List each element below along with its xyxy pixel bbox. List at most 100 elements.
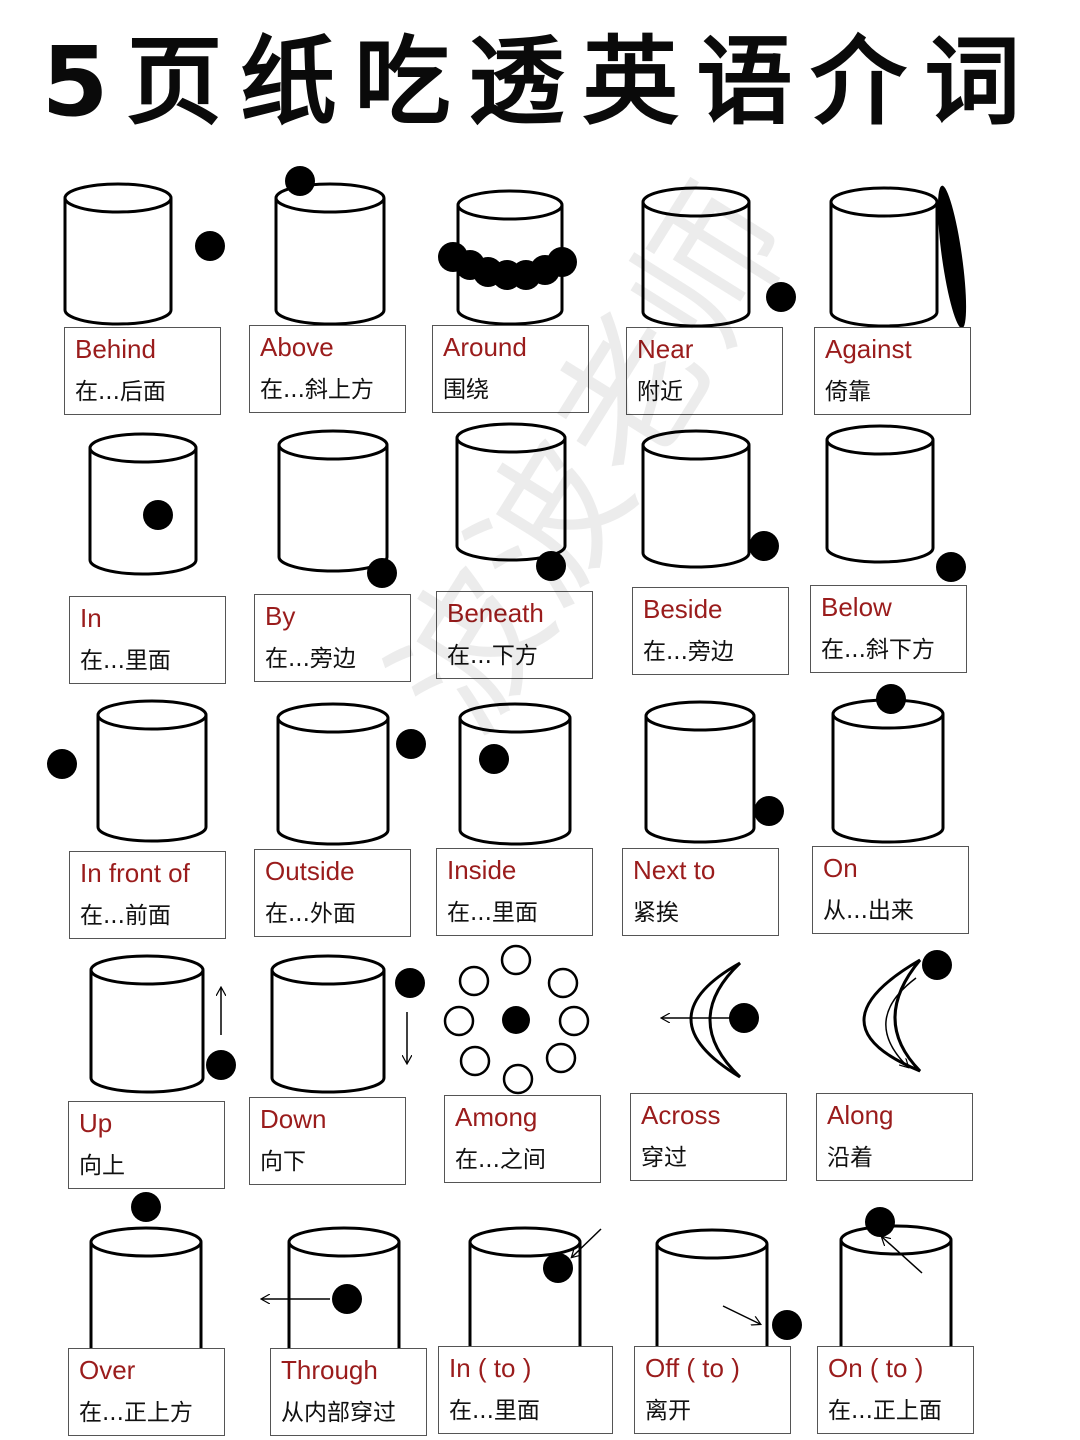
- chinese-label: 在...里面: [80, 648, 171, 674]
- ring-among-1: [500, 944, 532, 976]
- ball-in-front-of: [47, 749, 77, 779]
- ball-below: [936, 552, 966, 582]
- english-label: In ( to ): [449, 1353, 532, 1383]
- cylinder-inside: [458, 702, 572, 846]
- english-label: Beneath: [447, 598, 544, 628]
- chinese-label: 在...正上面: [828, 1398, 942, 1424]
- label-card-across: Across 穿过: [630, 1093, 787, 1181]
- chinese-label: 从内部穿过: [281, 1400, 396, 1426]
- ball-down: [395, 968, 425, 998]
- ring-among-2: [458, 965, 490, 997]
- ring-among-7: [545, 1042, 577, 1074]
- english-label: Beside: [643, 594, 723, 624]
- cylinder-up: [89, 954, 205, 1094]
- cylinder-next-to: [644, 700, 756, 844]
- chinese-label: 向上: [79, 1153, 125, 1179]
- label-card-in: In 在...里面: [69, 596, 226, 684]
- arrow-into: [572, 1228, 602, 1257]
- chinese-label: 在...下方: [447, 643, 538, 669]
- english-label: Behind: [75, 334, 156, 364]
- ball-in: [143, 500, 173, 530]
- label-card-down: Down 向下: [249, 1097, 406, 1185]
- chinese-label: 离开: [645, 1398, 691, 1424]
- page-title: 5页纸吃透英语介词: [41, 26, 1039, 138]
- english-label: In: [80, 603, 102, 633]
- arrow-onto: [882, 1237, 923, 1274]
- chinese-label: 在...正上方: [79, 1400, 193, 1426]
- chinese-label: 在...前面: [80, 903, 171, 929]
- english-label: Across: [641, 1100, 721, 1130]
- english-label: Over: [79, 1355, 136, 1385]
- chinese-label: 在...里面: [449, 1398, 540, 1424]
- cylinder-below: [825, 424, 935, 564]
- english-label: By: [265, 601, 296, 631]
- english-label: Outside: [265, 856, 355, 886]
- label-card-on-to: On ( to ) 在...正上面: [817, 1346, 974, 1434]
- cylinder-over: [89, 1226, 203, 1370]
- ball-inside: [479, 744, 509, 774]
- english-label: In front of: [80, 858, 190, 888]
- ball-around-7: [547, 247, 577, 277]
- ball-outside: [396, 729, 426, 759]
- chinese-label: 向下: [260, 1149, 306, 1175]
- ball-among: [502, 1006, 530, 1034]
- cylinder-in: [88, 432, 198, 576]
- cylinder-near: [641, 186, 751, 328]
- ring-among-6: [459, 1045, 491, 1077]
- cylinder-beside: [641, 429, 751, 569]
- arrow-off-to: [722, 1305, 760, 1324]
- label-card-on: On 从...出来: [812, 846, 969, 934]
- cylinder-beneath: [455, 422, 567, 562]
- cylinder-outside: [276, 702, 390, 846]
- chinese-label: 从...出来: [823, 898, 914, 924]
- chinese-label: 穿过: [641, 1145, 687, 1171]
- english-label: Inside: [447, 855, 517, 885]
- english-label: Along: [827, 1100, 894, 1130]
- cylinder-in-front-of: [96, 699, 208, 843]
- ball-over: [131, 1192, 161, 1222]
- english-label: Up: [79, 1108, 113, 1138]
- english-label: Through: [281, 1355, 378, 1385]
- ball-off-to: [772, 1310, 802, 1340]
- english-label: On: [823, 853, 858, 883]
- chinese-label: 紧挨: [633, 900, 679, 926]
- label-card-in-to: In ( to ) 在...里面: [438, 1346, 613, 1434]
- english-label: Around: [443, 332, 527, 362]
- label-card-in-front-of: In front of 在...前面: [69, 851, 226, 939]
- ball-beside: [749, 531, 779, 561]
- ball-behind: [195, 231, 225, 261]
- ball-onto: [865, 1207, 895, 1237]
- cylinder-above: [274, 182, 386, 326]
- ball-on: [876, 684, 906, 714]
- ring-among-4: [443, 1005, 475, 1037]
- chinese-label: 沿着: [827, 1145, 873, 1171]
- chinese-label: 在...斜上方: [260, 377, 374, 403]
- cylinder-on: [831, 698, 945, 844]
- crescent-along: [862, 958, 922, 1073]
- label-card-among: Among 在...之间: [444, 1095, 601, 1183]
- ball-by: [367, 558, 397, 588]
- english-label: Among: [455, 1102, 538, 1132]
- english-label: Against: [825, 334, 912, 364]
- arrow-along: [885, 977, 917, 1067]
- english-label: Down: [260, 1104, 327, 1134]
- chinese-label: 在...之间: [455, 1147, 546, 1173]
- english-label: Below: [821, 592, 892, 622]
- english-label: On ( to ): [828, 1353, 924, 1383]
- label-card-off-to: Off ( to )离开: [634, 1346, 791, 1434]
- ring-among-3: [547, 967, 579, 999]
- cylinder-against: [829, 186, 939, 328]
- ball-into: [543, 1253, 573, 1283]
- ball-next-to: [754, 796, 784, 826]
- leaning-board-against: [937, 185, 967, 329]
